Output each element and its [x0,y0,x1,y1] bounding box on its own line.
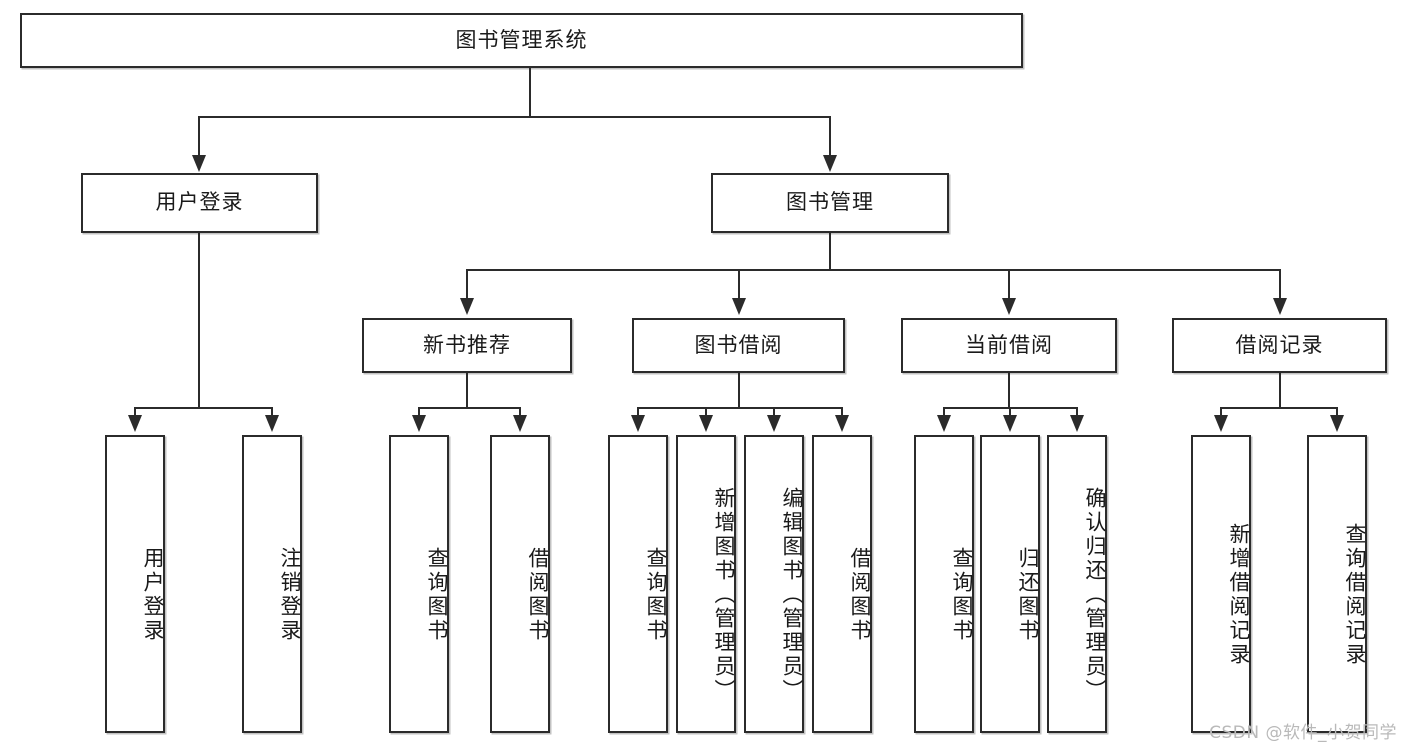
node-label: 借阅图书 [526,547,550,643]
arrow-to-leaf-query-book-3 [937,415,951,432]
connector-user-login-drop-2 [271,407,273,417]
arrow-to-book-borrow [732,298,746,315]
node-label: 借阅图书 [848,547,872,643]
arrow-to-leaf-query-book-1 [412,415,426,432]
node-label: 查询图书 [644,547,668,643]
node-label: 图书管理系统 [455,27,588,52]
connector-new-book-drop-2 [519,407,521,417]
arrow-to-leaf-confirm-return [1070,415,1084,432]
arrow-to-leaf-query-record [1330,415,1344,432]
arrow-to-leaf-return-book [1003,415,1017,432]
connector-drop-book-borrow [738,269,740,301]
connector-user-login-drop-1 [134,407,136,417]
arrow-to-leaf-add-record [1214,415,1228,432]
connector-book-borrow-bus [637,407,842,409]
leaf-edit-book-admin[interactable]: 编辑图书（管理员） [744,435,804,733]
node-label: 图书借阅 [694,332,783,357]
arrow-to-leaf-add-book [699,415,713,432]
connector-current-borrow-stem [1008,373,1010,408]
arrow-to-current-borrow [1002,298,1016,315]
leaf-query-book-current[interactable]: 查询图书 [914,435,974,733]
node-label: 查询借阅记录 [1343,523,1367,667]
arrow-to-leaf-borrow-book-2 [835,415,849,432]
connector-current-borrow-drop-2 [1009,407,1011,417]
leaf-add-borrow-record[interactable]: 新增借阅记录 [1191,435,1251,733]
leaf-borrow-book-recommend[interactable]: 借阅图书 [490,435,550,733]
leaf-user-login[interactable]: 用户登录 [105,435,165,733]
node-label: 查询图书 [950,547,974,643]
connector-borrow-record-drop-1 [1220,407,1222,417]
connector-root-to-user-login [198,116,200,158]
arrow-to-leaf-user-login [128,415,142,432]
connector-drop-new-book [466,269,468,301]
connector-new-book-stem [466,373,468,408]
arrow-to-leaf-query-book-2 [631,415,645,432]
connector-root-bus [198,116,831,118]
node-label: 确认归还（管理员） [1083,487,1107,703]
node-label: 当前借阅 [965,332,1053,357]
arrow-to-user-login [192,155,206,172]
arrow-to-borrow-record [1273,298,1287,315]
node-label: 用户登录 [141,547,165,643]
node-current-borrow[interactable]: 当前借阅 [901,318,1117,373]
arrow-to-book-management [823,155,837,172]
arrow-to-leaf-borrow-book-1 [513,415,527,432]
connector-borrow-record-bus [1220,407,1337,409]
node-book-borrow[interactable]: 图书借阅 [632,318,845,373]
arrow-to-new-book-recommend [460,298,474,315]
connector-new-book-drop-1 [418,407,420,417]
connector-borrow-record-drop-2 [1336,407,1338,417]
node-label: 新增图书（管理员） [712,487,736,703]
node-label: 新书推荐 [423,332,511,357]
connector-user-login-bus [134,407,272,409]
leaf-query-book-borrow[interactable]: 查询图书 [608,435,668,733]
node-label: 编辑图书（管理员） [780,487,804,703]
connector-root-to-book-management [829,116,831,158]
connector-borrow-record-stem [1279,373,1281,408]
connector-book-borrow-drop-1 [637,407,639,417]
connector-book-borrow-drop-3 [773,407,775,417]
arrow-to-leaf-logout [265,415,279,432]
leaf-query-borrow-record[interactable]: 查询借阅记录 [1307,435,1367,733]
connector-root-stem [529,68,531,117]
node-label: 用户登录 [155,190,244,215]
node-label: 查询图书 [425,547,449,643]
node-book-management[interactable]: 图书管理 [711,173,949,233]
node-label: 注销登录 [278,547,302,643]
connector-drop-current-borrow [1008,269,1010,301]
leaf-confirm-return-admin[interactable]: 确认归还（管理员） [1047,435,1107,733]
node-new-book-recommend[interactable]: 新书推荐 [362,318,572,373]
connector-drop-borrow-record [1279,269,1281,301]
node-label: 新增借阅记录 [1227,523,1251,667]
connector-book-borrow-stem [738,373,740,408]
node-label: 归还图书 [1016,547,1040,643]
node-root-book-management-system[interactable]: 图书管理系统 [20,13,1023,68]
node-user-login[interactable]: 用户登录 [81,173,318,233]
arrow-to-leaf-edit-book [767,415,781,432]
connector-book-borrow-drop-2 [705,407,707,417]
connector-new-book-bus [418,407,520,409]
connector-current-borrow-drop-3 [1076,407,1078,417]
connector-user-login-stem [198,233,200,408]
node-borrow-record[interactable]: 借阅记录 [1172,318,1387,373]
node-label: 借阅记录 [1235,332,1324,357]
connector-book-borrow-drop-4 [841,407,843,417]
connector-book-management-stem [829,233,831,270]
connector-level3-bus [466,269,1280,271]
leaf-borrow-book[interactable]: 借阅图书 [812,435,872,733]
connector-current-borrow-drop-1 [943,407,945,417]
leaf-query-book-recommend[interactable]: 查询图书 [389,435,449,733]
leaf-return-book[interactable]: 归还图书 [980,435,1040,733]
node-label: 图书管理 [786,190,874,215]
leaf-add-book-admin[interactable]: 新增图书（管理员） [676,435,736,733]
leaf-logout[interactable]: 注销登录 [242,435,302,733]
